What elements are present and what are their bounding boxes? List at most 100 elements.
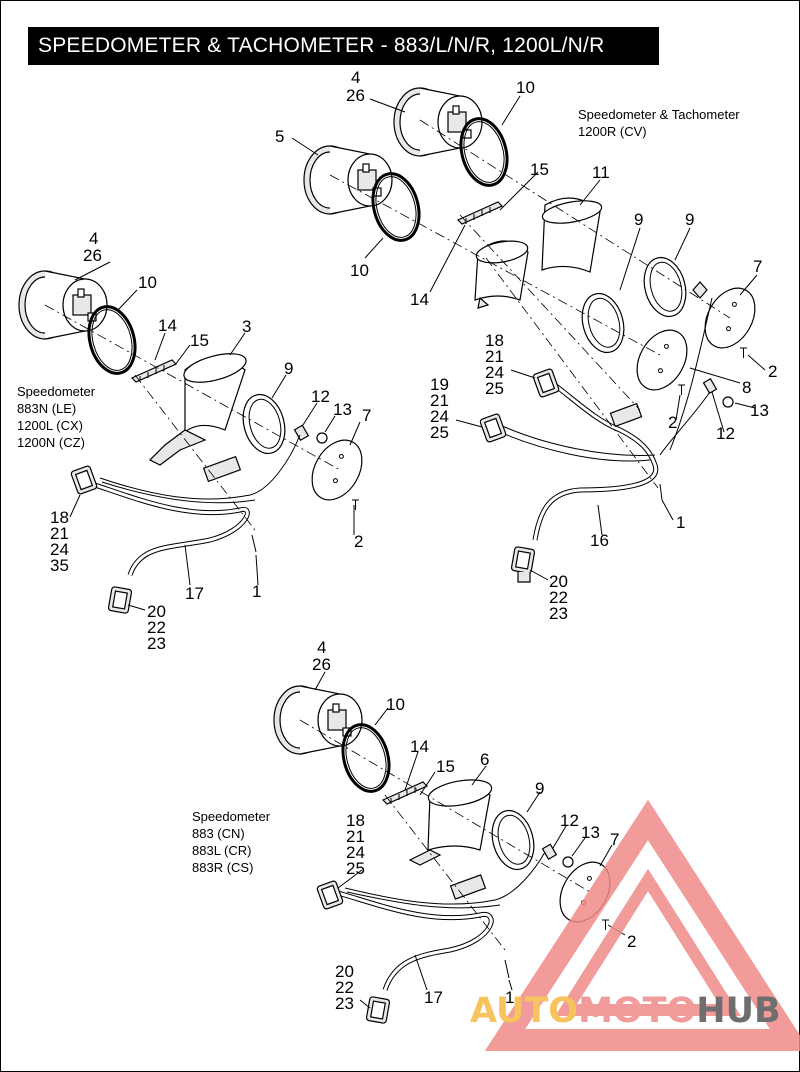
- caption-cv-line1: Speedometer & Tachometer: [578, 107, 740, 122]
- callout-4-left: 4: [89, 229, 98, 248]
- screw-2-center: [677, 384, 686, 396]
- caption-left-line2: 883N (LE): [17, 401, 76, 416]
- left-speedometer-assembly: [18, 270, 373, 615]
- callout-21-left: 21: [50, 524, 69, 543]
- back-plate-8: [626, 320, 698, 400]
- callout-12-bottom: 12: [560, 811, 579, 830]
- bulb-13-bottom: [562, 856, 574, 868]
- callout-2-left: 2: [354, 532, 363, 551]
- screw-2-right: [739, 347, 748, 359]
- caption-left: Speedometer 883N (LE) 1200L (CX) 1200N (…: [17, 384, 96, 450]
- screw-2-bottom: [601, 919, 610, 931]
- callout-24b-cv: 24: [430, 407, 449, 426]
- cv-speedometer-tachometer-assembly: [303, 87, 766, 583]
- watermark-triangle-logo: [484, 799, 800, 1051]
- callout-numbers-left: 4 26 10 14 15 3 9 12 13 7 2 18 21 24 35 …: [50, 229, 371, 653]
- screw-2-left: [351, 499, 360, 511]
- callout-18-left: 18: [50, 508, 69, 527]
- callout-2-bottom: 2: [627, 932, 636, 951]
- callout-26-bottom: 26: [312, 655, 331, 674]
- callout-24-bottom: 24: [346, 843, 365, 862]
- callout-22-left: 22: [147, 618, 166, 637]
- callout-5-cv: 5: [275, 127, 284, 146]
- connector-18-21-24-35: [69, 464, 99, 496]
- callout-18-cv: 18: [485, 331, 504, 350]
- callout-15-cv: 15: [530, 160, 549, 179]
- callout-1-bottom: 1: [505, 988, 514, 1007]
- callout-13-left: 13: [333, 400, 352, 419]
- caption-bottom-line1: Speedometer: [192, 809, 271, 824]
- bottom-speedometer-assembly: [273, 685, 621, 1025]
- callout-35-left: 35: [50, 556, 69, 575]
- gauge-housing-4-26-left: [18, 270, 108, 340]
- callout-24-left: 24: [50, 540, 69, 559]
- callout-1-cv: 1: [676, 513, 685, 532]
- callout-18-bottom: 18: [346, 811, 365, 830]
- bulb-13-left: [316, 432, 328, 444]
- callout-10-left: 10: [138, 273, 157, 292]
- callout-1-left: 1: [252, 582, 261, 601]
- connector-19-21-24-25: [478, 412, 508, 444]
- callout-15-left: 15: [190, 331, 209, 350]
- caption-left-line4: 1200N (CZ): [17, 435, 85, 450]
- bezel-9-left-group: [236, 389, 292, 459]
- callout-21b-cv: 21: [430, 391, 449, 410]
- callout-20-bottom: 20: [335, 962, 354, 981]
- callout-2-cv-center: 2: [668, 413, 677, 432]
- watermark-text-hub: HUB: [696, 991, 780, 1031]
- callout-17-bottom: 17: [424, 988, 443, 1007]
- callout-25-cv: 25: [485, 379, 504, 398]
- callout-10-cv-lower: 10: [350, 261, 369, 280]
- page-title: SPEEDOMETER & TACHOMETER - 883/L/N/R, 12…: [28, 27, 659, 65]
- bezel-9-left: [575, 288, 631, 358]
- callout-23-cv: 23: [549, 604, 568, 623]
- callout-3-left: 3: [242, 317, 251, 336]
- clip-block-left: [202, 455, 242, 483]
- callout-14-bottom: 14: [410, 737, 429, 756]
- callout-4-cv: 4: [351, 68, 360, 87]
- bulb-socket-cv-upper: [692, 281, 708, 299]
- callout-22-cv: 22: [549, 588, 568, 607]
- callout-13-bottom: 13: [581, 823, 600, 842]
- callout-2-cv-right: 2: [768, 362, 777, 381]
- watermark-text: AUTOMOTOHUB: [470, 991, 781, 1031]
- callout-21-bottom: 21: [346, 827, 365, 846]
- callout-7-bottom: 7: [610, 830, 619, 849]
- bracket-14-15: [457, 201, 503, 225]
- callout-16-cv: 16: [590, 531, 609, 550]
- callout-21-cv: 21: [485, 347, 504, 366]
- callout-10-cv-upper: 10: [516, 78, 535, 97]
- caption-bottom: Speedometer 883 (CN) 883L (CR) 883R (CS): [192, 809, 271, 875]
- callout-25-bottom: 25: [346, 859, 365, 878]
- callout-numbers-cv: 4 26 10 5 10 15 11 9 9 7 14 2 8 2 13 12 …: [275, 68, 777, 623]
- gauge-housing-4-26-bottom: [273, 685, 363, 755]
- callout-9-cv-left: 9: [634, 210, 643, 229]
- back-plate-7-left: [301, 430, 373, 510]
- callout-15-bottom: 15: [436, 757, 455, 776]
- caption-left-line1: Speedometer: [17, 384, 96, 399]
- callout-14-left: 14: [158, 316, 177, 335]
- callout-7-cv: 7: [753, 257, 762, 276]
- bulb-socket-12-bottom: [541, 843, 558, 861]
- callout-8-cv: 8: [742, 378, 751, 397]
- callout-4-bottom: 4: [317, 638, 326, 657]
- callout-14-cv: 14: [410, 290, 429, 309]
- callout-12-left: 12: [311, 387, 330, 406]
- callout-26-left: 26: [83, 246, 102, 265]
- callout-7-left: 7: [362, 406, 371, 425]
- callout-22-bottom: 22: [335, 978, 354, 997]
- callout-9-left: 9: [284, 359, 293, 378]
- callout-25b-cv: 25: [430, 423, 449, 442]
- connector-20-22-23-left: [107, 585, 133, 615]
- callout-20-left: 20: [147, 602, 166, 621]
- clip-block-bottom: [449, 874, 487, 900]
- caption-cv-line2: 1200R (CV): [578, 124, 647, 139]
- callout-23-left: 23: [147, 634, 166, 653]
- callout-9-bottom: 9: [535, 779, 544, 798]
- bezel-9-right: [637, 252, 693, 322]
- watermark-text-moto: MOTO: [578, 991, 696, 1031]
- connector-18-21-24-25-bottom: [315, 879, 345, 911]
- bracket-14-15-left: [131, 359, 177, 383]
- callout-6-bottom: 6: [480, 750, 489, 769]
